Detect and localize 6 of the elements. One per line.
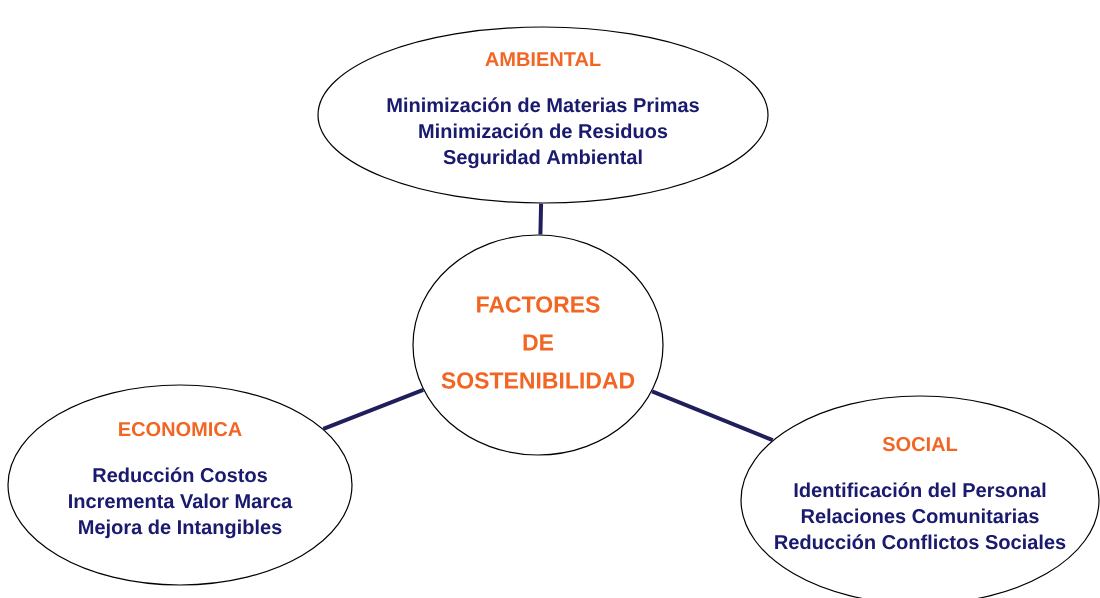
connector-line	[322, 388, 424, 431]
ellipse-node: FACTORES DE SOSTENIBILIDAD	[412, 234, 664, 456]
connector-line	[538, 203, 544, 235]
ellipse-node: AMBIENTAL Minimización de Materias Primas Minimización de Residuos Seguridad Ambiental	[317, 26, 769, 204]
connector-line	[651, 389, 774, 443]
ellipse-node: ECONOMICA Reducción Costos Incrementa Valor Marca Mejora de Intangibles	[7, 384, 353, 586]
